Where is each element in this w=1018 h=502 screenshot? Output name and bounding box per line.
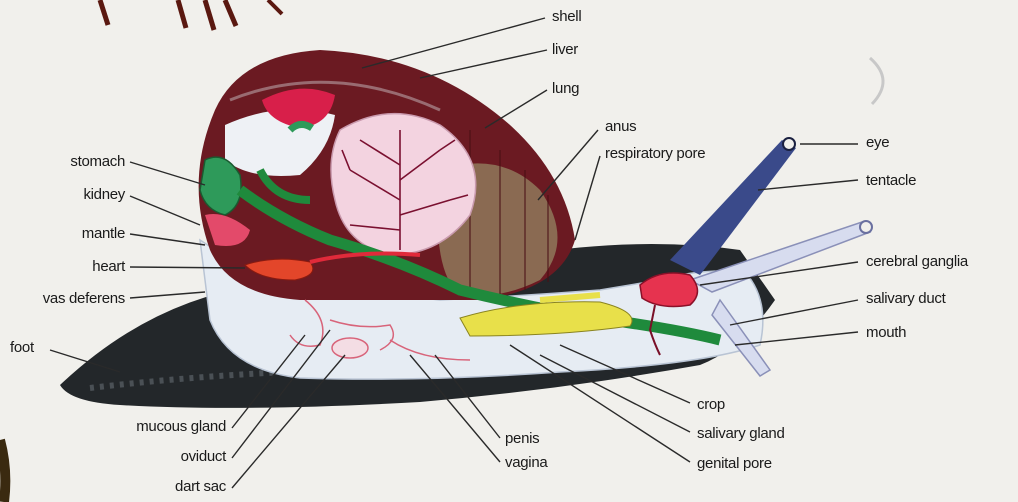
label-kidney: kidney xyxy=(83,186,125,203)
label-crop: crop xyxy=(697,396,725,413)
label-cerebral-ganglia: cerebral ganglia xyxy=(866,253,968,270)
label-anus: anus xyxy=(605,118,636,135)
label-mantle: mantle xyxy=(82,225,125,242)
label-respiratory-pore: respiratory pore xyxy=(605,145,705,162)
label-genital-pore: genital pore xyxy=(697,455,772,472)
label-salivary-gland: salivary gland xyxy=(697,425,785,442)
label-eye: eye xyxy=(866,134,889,151)
label-dart-sac: dart sac xyxy=(175,478,226,495)
label-mucous-gland: mucous gland xyxy=(136,418,226,435)
label-stomach: stomach xyxy=(70,153,125,170)
label-mouth: mouth xyxy=(866,324,906,341)
label-tentacle: tentacle xyxy=(866,172,916,189)
eye-spot xyxy=(783,138,795,150)
label-vas-deferens: vas deferens xyxy=(43,290,125,307)
label-heart: heart xyxy=(92,258,125,275)
label-penis: penis xyxy=(505,430,539,447)
label-shell: shell xyxy=(552,8,581,25)
label-salivary-duct: salivary duct xyxy=(866,290,945,307)
label-lung: lung xyxy=(552,80,579,97)
label-vagina: vagina xyxy=(505,454,547,471)
label-oviduct: oviduct xyxy=(181,448,226,465)
label-foot: foot xyxy=(10,339,34,356)
label-liver: liver xyxy=(552,41,578,58)
